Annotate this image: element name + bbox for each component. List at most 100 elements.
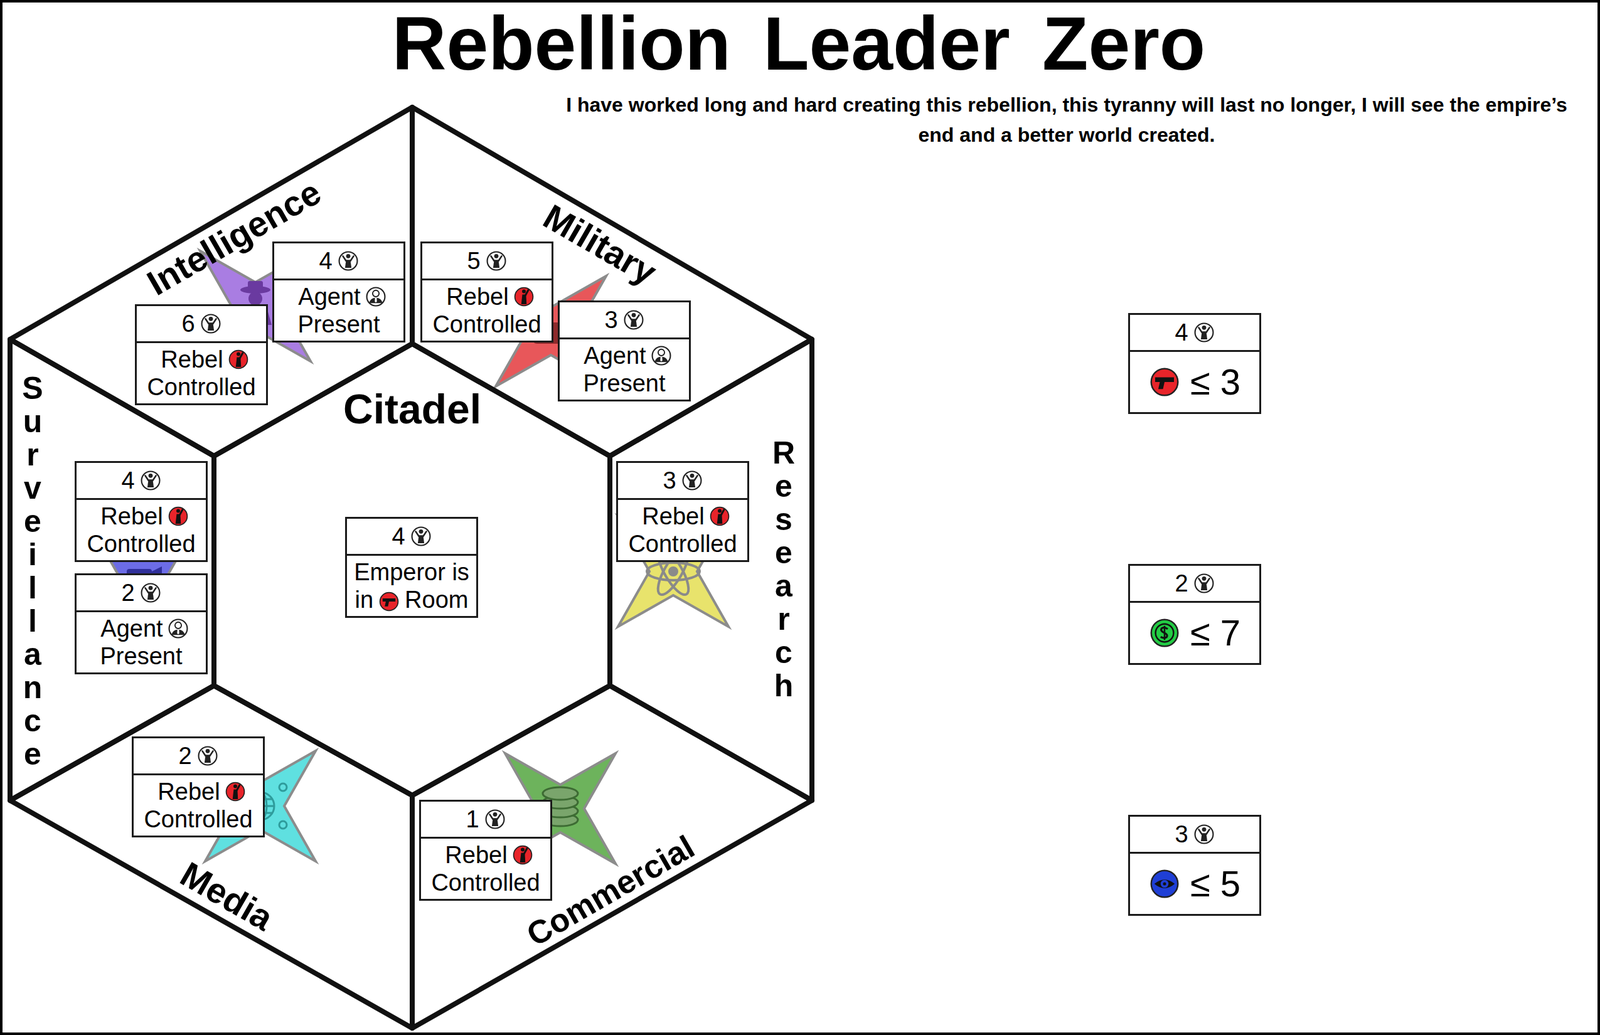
card-header: 2 [1130, 565, 1260, 603]
effect-card: 3≤ 5 [1128, 815, 1262, 917]
sector-border [10, 685, 413, 1029]
cost-number: 2 [1174, 565, 1188, 602]
num-icon [139, 469, 162, 492]
num-icon [200, 313, 222, 335]
icon-glyph [651, 346, 671, 366]
icon-glyph [201, 314, 220, 334]
card-body: Agent Present [76, 612, 206, 673]
num-icon [1193, 572, 1215, 595]
effect-card: 4Emperor is inRoom [345, 517, 479, 619]
card-header: 4 [346, 518, 477, 556]
icon-glyph [141, 584, 160, 603]
rebel-icon [709, 505, 731, 528]
icon-glyph [1194, 323, 1213, 342]
num-icon [410, 525, 432, 548]
sector-name: Research [755, 436, 812, 703]
rebel-icon [224, 781, 246, 803]
cost-number: 3 [604, 302, 618, 338]
card-header: 3 [1130, 816, 1260, 854]
effect-card: 5Rebel Controlled [420, 241, 554, 343]
icon-glyph [168, 507, 187, 526]
num-icon [197, 745, 219, 767]
icon-glyph [366, 288, 385, 307]
card-body: ≤ 5 [1130, 853, 1260, 915]
sector-border [609, 339, 812, 801]
cost-number: 4 [391, 518, 405, 555]
threshold-text: ≤ 3 [1190, 368, 1241, 396]
card-body: Rebel Controlled [618, 500, 748, 561]
card-header: 4 [76, 463, 206, 501]
cost-number: 1 [465, 801, 479, 838]
cost-number: 4 [1174, 314, 1188, 351]
flavor-text: I have worked long and hard creating thi… [552, 89, 1582, 150]
card-body: Rebel Controlled [133, 775, 263, 836]
icon-glyph [486, 252, 506, 271]
icon-glyph [710, 507, 729, 526]
icon-glyph [1194, 825, 1213, 844]
cost-number: 4 [318, 243, 332, 279]
card-header: 5 [422, 243, 552, 281]
sector-border [213, 343, 610, 796]
effect-card: 6Rebel Controlled [134, 304, 268, 406]
num-icon [1193, 321, 1215, 344]
icon-glyph [624, 311, 643, 330]
effect-card: 1Rebel Controlled [419, 800, 553, 902]
sector-region: Commercial1Rebel Controlled [412, 685, 812, 1029]
threshold-text: ≤ 7 [1190, 619, 1241, 647]
effect-card: 2Agent Present [74, 573, 208, 675]
card-header: 1 [421, 801, 551, 839]
dollar-icon [1148, 617, 1181, 649]
num-icon [337, 250, 359, 272]
num-icon [484, 808, 506, 831]
effect-card: 3Rebel Controlled [616, 461, 750, 563]
num-icon [681, 469, 703, 492]
sector-region: Media2Rebel Controlled [10, 685, 413, 1029]
cost-number: 5 [466, 243, 480, 279]
icon-glyph [198, 747, 217, 766]
rebel-icon [227, 348, 250, 371]
card-header: 3 [618, 463, 748, 501]
cost-number: 2 [178, 738, 192, 774]
sector-name: Citadel [343, 388, 482, 430]
icon-glyph [514, 288, 533, 307]
effect-card: 2≤ 7 [1128, 564, 1262, 666]
icon-glyph [225, 783, 245, 802]
num-icon [485, 250, 507, 272]
card-header: 2 [133, 738, 263, 776]
cost-number: 2 [121, 575, 135, 611]
sector-region: Research3Rebel Controlled [609, 339, 812, 801]
card-body: Agent Present [274, 280, 404, 341]
rebel-icon [167, 505, 189, 528]
num-icon [623, 309, 645, 331]
icon-glyph [1151, 870, 1179, 898]
icon-glyph [338, 252, 358, 271]
icon-glyph [411, 527, 430, 546]
card-header: 3 [559, 302, 689, 340]
card-title: Rebellion Leader Zero [234, 3, 1364, 83]
icon-glyph [168, 619, 187, 639]
cost-number: 6 [181, 306, 195, 342]
sector-name: Surveillance [4, 372, 61, 772]
card-body: ≤ 7 [1130, 602, 1260, 664]
card-body: Rebel Controlled [76, 500, 206, 561]
agent-icon [650, 345, 672, 367]
cost-number: 3 [662, 463, 676, 499]
icon-glyph [141, 471, 160, 491]
card-text: Room [404, 586, 469, 614]
effect-card: 4≤ 3 [1128, 313, 1262, 415]
icon-glyph [1151, 619, 1179, 647]
card-body: Rebel Controlled [422, 280, 552, 341]
gun-icon [378, 591, 400, 613]
card-header: 2 [76, 575, 206, 613]
cost-number: 4 [121, 463, 135, 499]
threshold-text: ≤ 5 [1190, 870, 1241, 898]
citadel-region: Citadel 4Emperor is inRoom [213, 343, 610, 796]
icon-glyph [682, 471, 701, 491]
num-icon [139, 582, 162, 604]
agent-icon [167, 618, 189, 640]
cost-number: 3 [1174, 816, 1188, 853]
rebel-icon [513, 286, 535, 308]
card-body: Rebel Controlled [421, 838, 551, 900]
